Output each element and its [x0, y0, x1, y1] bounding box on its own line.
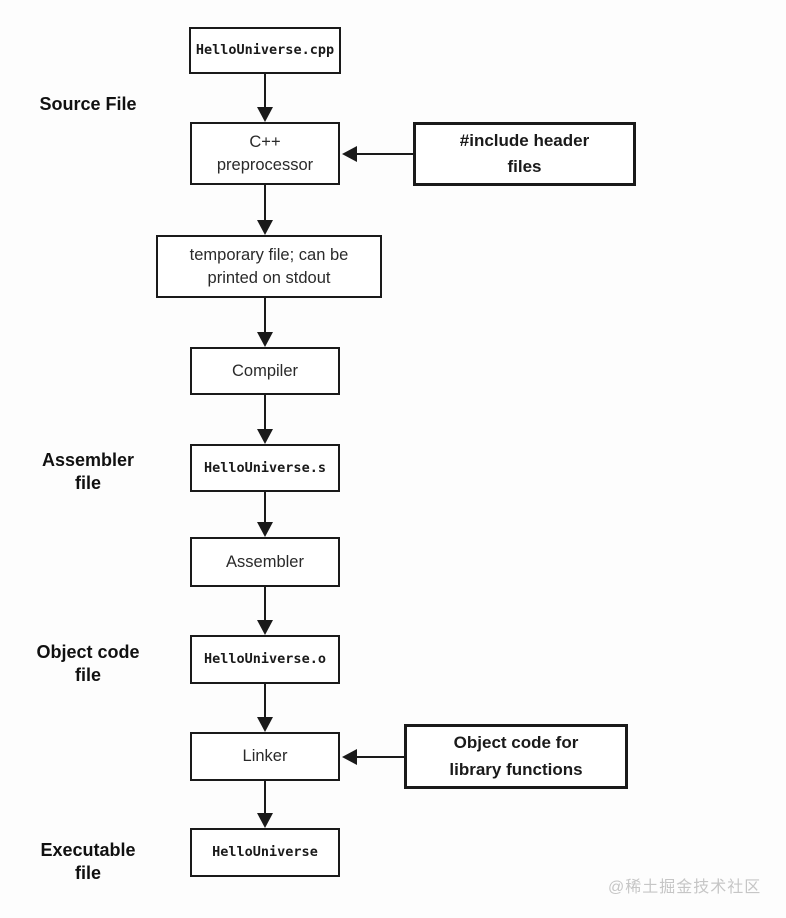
- node-library-object-code: Object code for library functions: [404, 724, 628, 789]
- side-label-assembler-file: Assembler file: [41, 450, 135, 494]
- node-linker: Linker: [190, 732, 340, 781]
- side-label-object-code-file: Object code file: [36, 642, 140, 686]
- node-source-file: HelloUniverse.cpp: [189, 27, 341, 74]
- node-assembler-file: HelloUniverse.s: [190, 444, 340, 492]
- node-temporary-file: temporary file; can be printed on stdout: [156, 235, 382, 298]
- node-executable: HelloUniverse: [190, 828, 340, 877]
- side-label-source-file: Source File: [39, 94, 137, 114]
- node-cpp-preprocessor: C++ preprocessor: [190, 122, 340, 185]
- side-label-executable-file: Executable file: [40, 840, 136, 884]
- watermark-juejin-community: @稀土掘金技术社区: [608, 879, 762, 896]
- node-object-file: HelloUniverse.o: [190, 635, 340, 684]
- node-include-header-files: #include header files: [413, 122, 636, 186]
- node-assembler: Assembler: [190, 537, 340, 587]
- node-compiler: Compiler: [190, 347, 340, 395]
